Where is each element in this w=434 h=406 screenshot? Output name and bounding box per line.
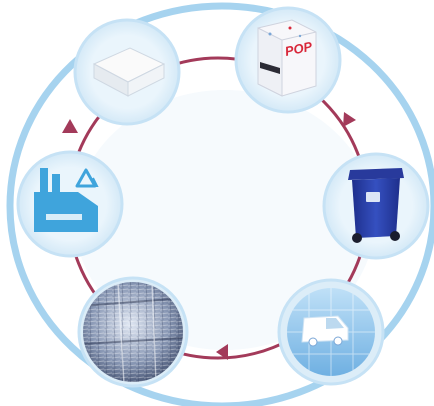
node-wheelie-bin	[322, 152, 430, 260]
pop-box-icon: POP	[257, 19, 317, 97]
recycling-bin-icon	[348, 168, 404, 243]
recycle-symbol-icon	[75, 168, 99, 188]
pop-label: POP	[284, 38, 314, 58]
paper-bale-icon	[83, 282, 183, 382]
van-icon	[301, 315, 349, 347]
cycle-arrowheads	[62, 112, 356, 360]
node-pop-box: POP	[234, 6, 342, 114]
node-collection-van	[277, 278, 385, 386]
node-baled-paper	[77, 276, 189, 388]
outer-cycle-ring	[6, 2, 434, 406]
arrowhead-right-icon	[343, 112, 356, 127]
factory-icon	[34, 168, 99, 232]
arrowhead-bottom-icon	[216, 344, 228, 360]
node-recycling-factory	[16, 150, 124, 258]
paper-ream-icon	[92, 47, 166, 97]
node-paper-ream	[73, 18, 181, 126]
arrowhead-left-icon	[62, 119, 78, 133]
